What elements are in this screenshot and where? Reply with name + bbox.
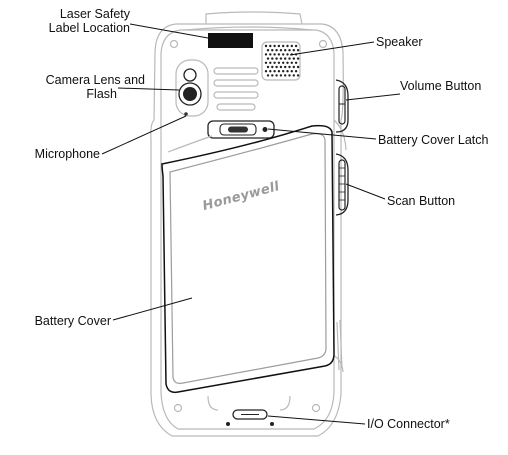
grille-dot [271, 65, 274, 69]
grille-dot [296, 74, 300, 77]
grille-dot [277, 44, 281, 48]
grille-dot [269, 61, 272, 64]
grille-dot [275, 57, 278, 60]
vent-slots [213, 67, 259, 111]
volume-button [335, 79, 349, 133]
grille-dot [290, 70, 293, 73]
leader-lines [101, 23, 401, 425]
grille-dot [266, 57, 270, 60]
grille-dot [269, 44, 272, 48]
grille-dot [288, 57, 291, 60]
grille-dot [279, 74, 283, 77]
grille-dot [292, 57, 295, 60]
grille-dot [284, 57, 287, 60]
grille-dot [290, 44, 293, 48]
grille-dot [264, 53, 268, 56]
grille-dot [282, 44, 285, 48]
grille-dot [286, 70, 289, 73]
grille-dot [294, 61, 298, 64]
grille-dot [264, 70, 268, 73]
grille-dot [286, 61, 289, 64]
grille-dot [288, 65, 291, 69]
grille-dot [277, 70, 281, 73]
laser-safety-label-area [208, 33, 253, 48]
grille-dot [279, 65, 283, 69]
grille-dot [292, 74, 295, 77]
grille-dot [288, 49, 291, 52]
label-microphone: Microphone [35, 147, 100, 161]
grille-dot [275, 49, 278, 52]
grille-dot [284, 65, 287, 69]
label-camera-line1: Camera Lens and [46, 73, 145, 87]
grille-dot [284, 74, 287, 77]
label-camera-line2: Flash [86, 87, 117, 101]
grille-dot [266, 65, 270, 69]
grille-dot [269, 53, 272, 56]
grille-dot [273, 44, 276, 48]
grille-dot [264, 61, 268, 64]
device-body [150, 11, 347, 437]
battery-cover-latch [207, 120, 275, 139]
label-laser-safety-line1: Laser Safety [60, 7, 131, 21]
grille-dot [296, 65, 300, 69]
grille-dot [269, 70, 272, 73]
label-io-connector: I/O Connector* [367, 417, 450, 431]
grille-dot [290, 61, 293, 64]
grille-dot [264, 44, 268, 48]
grille-dot [273, 70, 276, 73]
grille-dot [271, 57, 274, 60]
grille-dot [288, 74, 291, 77]
grille-dot [282, 53, 285, 56]
label-speaker: Speaker [376, 35, 423, 49]
label-volume-button: Volume Button [400, 79, 481, 93]
grille-dot [282, 70, 285, 73]
grille-dot [266, 49, 270, 52]
grille-dot [284, 49, 287, 52]
grille-dot [266, 74, 270, 77]
grille-dot [277, 61, 281, 64]
grille-dot [275, 74, 278, 77]
grille-dot [271, 49, 274, 52]
io-connector [226, 409, 274, 426]
battery-cover: Honeywell [161, 124, 335, 394]
grille-dot [286, 44, 289, 48]
grille-dot [279, 57, 283, 60]
grille-dot [273, 61, 276, 64]
grille-dot [294, 44, 298, 48]
label-battery-cover: Battery Cover [35, 314, 111, 328]
label-laser-safety-line2: Label Location [49, 21, 130, 35]
microphone-hole [184, 112, 188, 116]
grille-dot [277, 53, 281, 56]
grille-dot [296, 49, 300, 52]
grille-dot [279, 49, 283, 52]
grille-dot [292, 49, 295, 52]
grille-dot [282, 61, 285, 64]
speaker-grille [261, 41, 301, 81]
camera-module [175, 59, 209, 117]
grille-dot [286, 53, 289, 56]
grille-dot [296, 57, 300, 60]
label-battery-cover-latch: Battery Cover Latch [378, 133, 489, 147]
grille-dot [273, 53, 276, 56]
grille-dot [271, 74, 274, 77]
grille-dot [275, 65, 278, 69]
grille-dot [294, 70, 298, 73]
label-scan-button: Scan Button [387, 194, 455, 208]
grille-dot [292, 65, 295, 69]
